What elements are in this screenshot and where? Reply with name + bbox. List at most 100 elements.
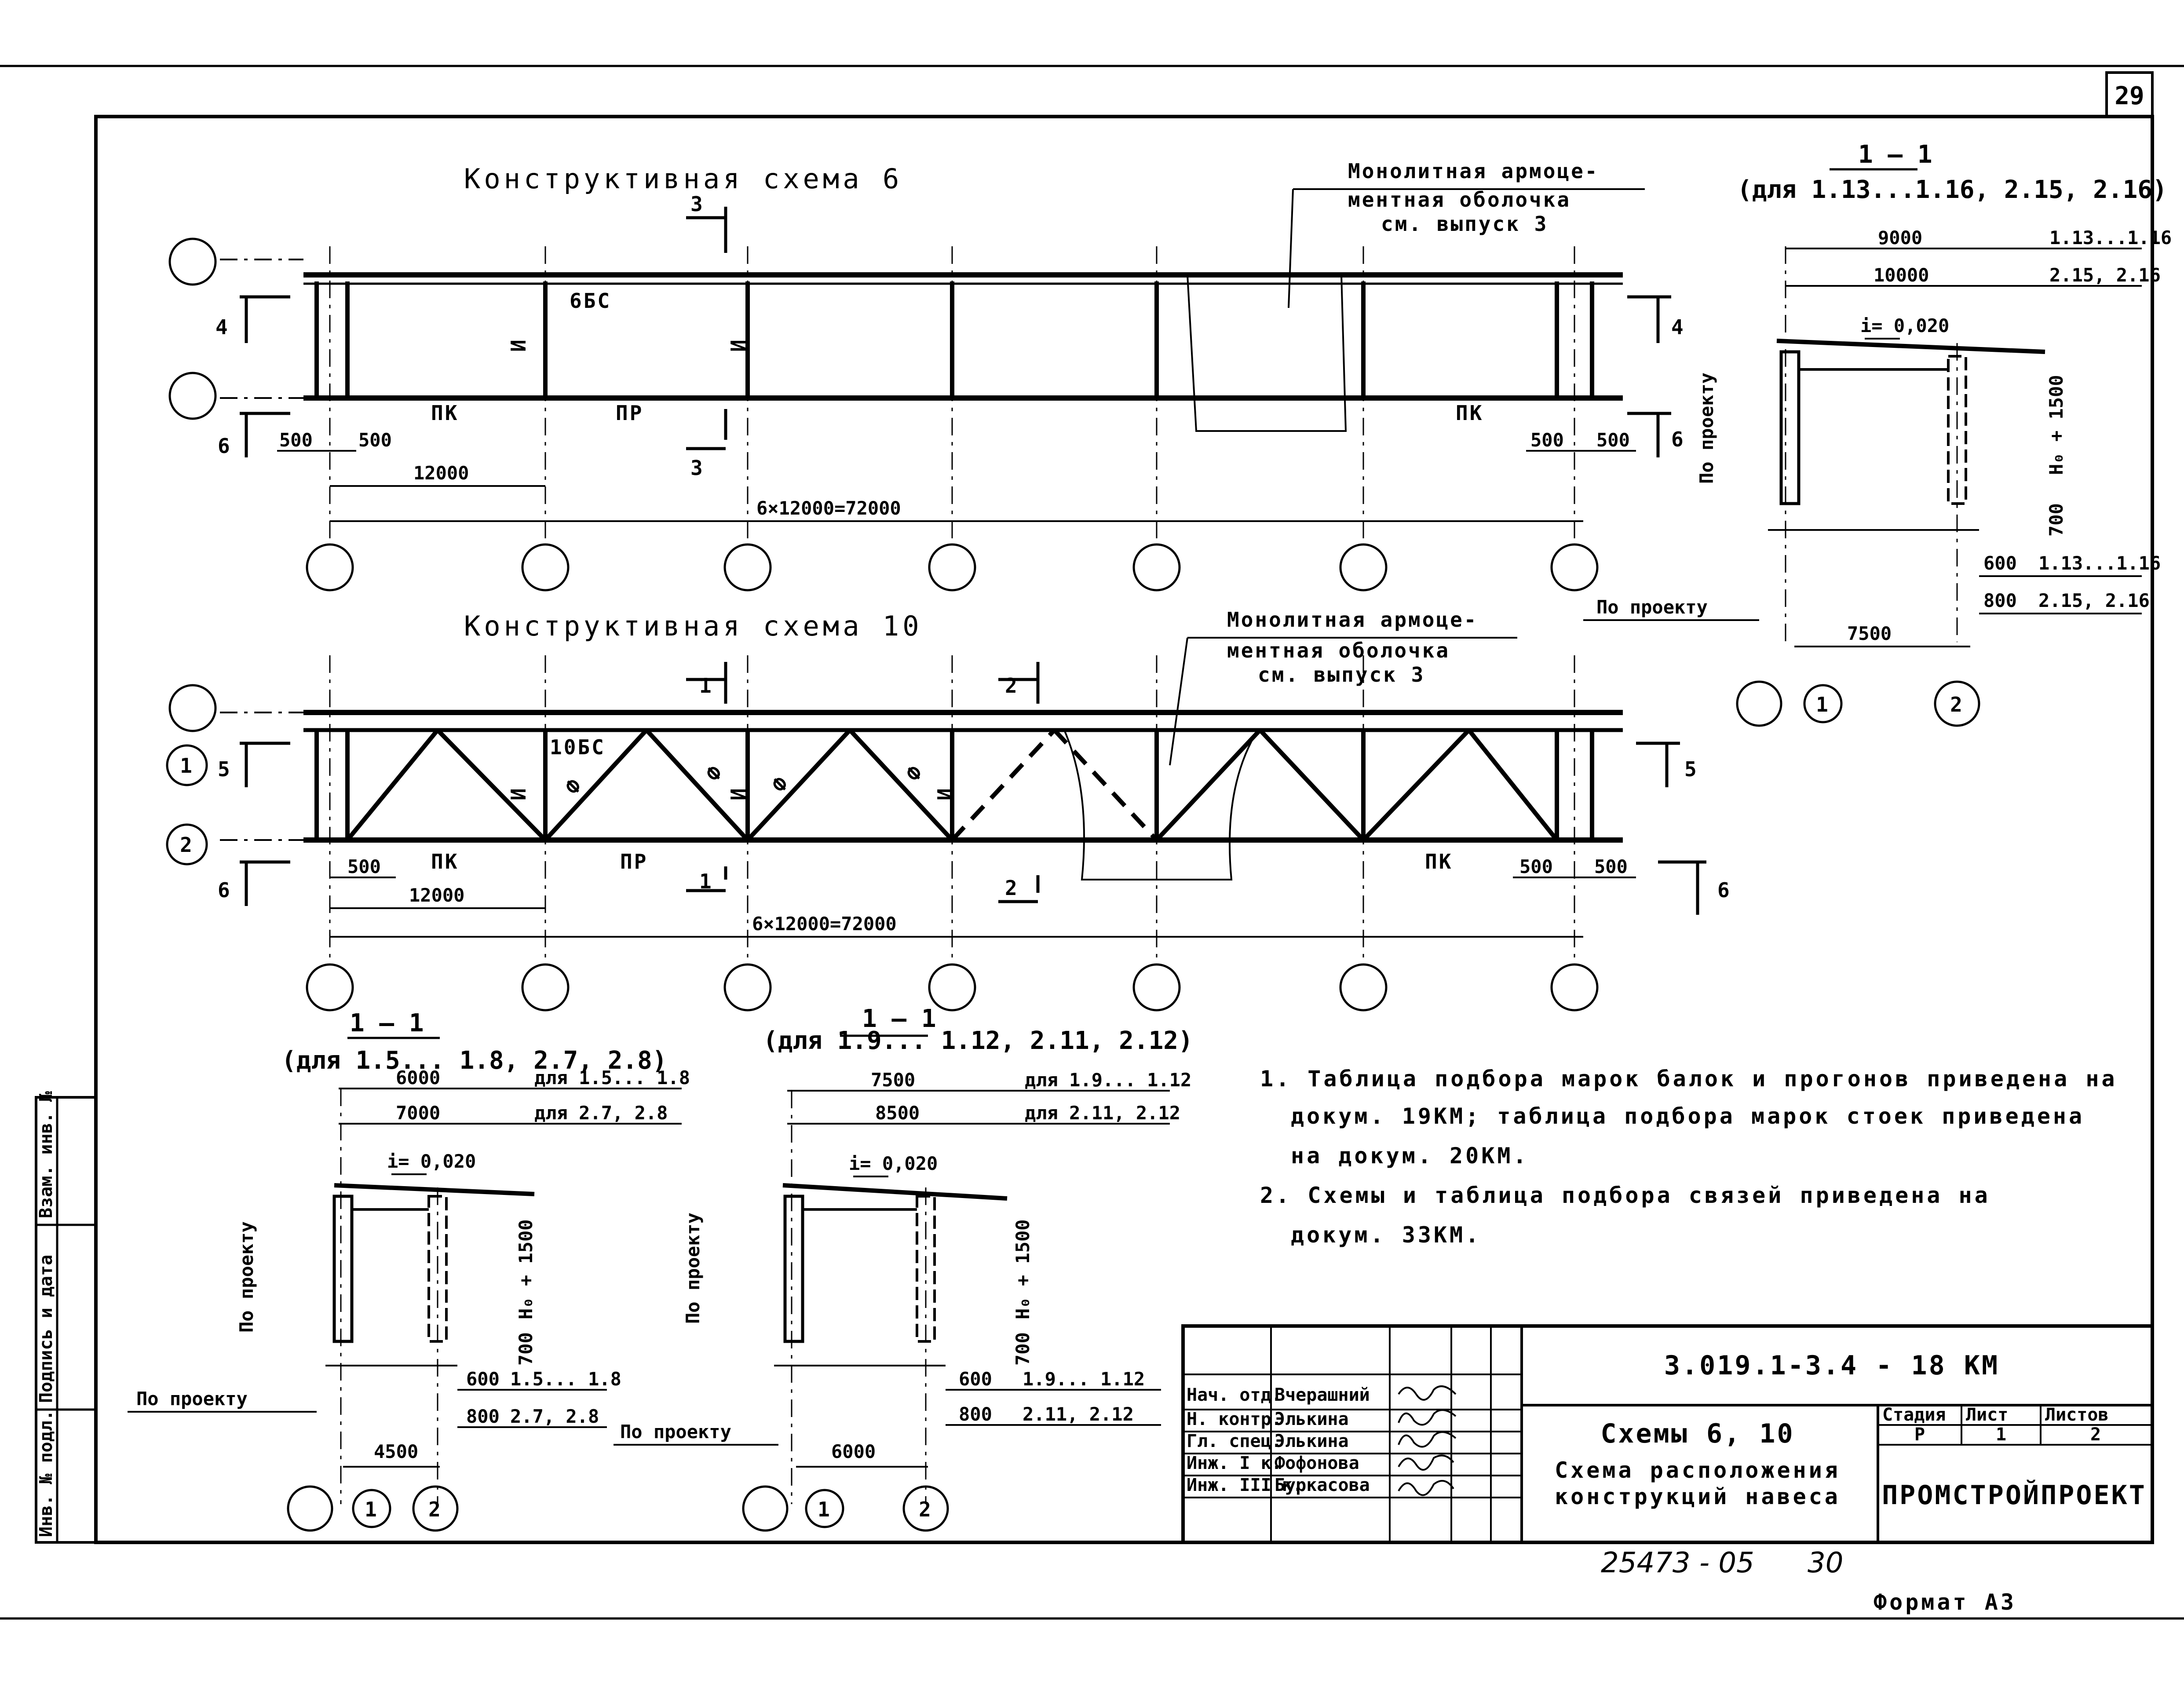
scheme-6-dim-total: 6×12000=72000 [756,497,901,519]
scheme-10-post-mark-3: И [933,786,957,800]
format-label: Формат А3 [1874,1589,2016,1615]
scheme-6-post-mark-1: И [507,338,530,352]
section-c-title: 1 – 1 [862,1005,936,1033]
section-a-height: H₀ + 1500 [2045,375,2067,475]
section-c-axis-1: 1 [818,1498,832,1521]
scheme-10-shell-note-2: ментная оболочка [1227,639,1450,662]
section-c-by-project-vert: По проекту [682,1213,704,1324]
axis-circle-s6-bottom [168,372,217,420]
section-b-title: 1 – 1 [350,1009,424,1037]
scheme-6-cut-3-bottom: 3 [690,456,705,480]
note-line-4: 2. Схемы и таблица подбора связей привед… [1260,1183,1990,1208]
scheme-6-dim-500-left-a: 500 [279,429,313,451]
brace-s10-4-b [1258,728,1365,842]
stamp-org: ПРОМСТРОЙПРОЕКТ [1882,1479,2147,1511]
axis-circle-s10-col-5 [1339,963,1388,1012]
note-line-2: докум. 19КМ; таблица подбора марок стоек… [1291,1103,2085,1129]
scheme-10-title: Конструктивная схема 10 [464,610,923,642]
axis-circle-s6-col-2 [723,543,772,592]
scheme-6-shell-note-2: ментная оболочка [1348,188,1571,212]
section-b-dim-600-note: 1.5... 1.8 [510,1368,621,1390]
name-norm-control: Элькина [1275,1409,1349,1429]
axis-circle-s6-col-6 [1550,543,1599,592]
section-a-dim-800: 800 [1983,590,2017,611]
section-c-axis-2: 2 [919,1498,933,1521]
section-b-slope: i= 0,020 [387,1151,476,1172]
section-b-axis-2: 2 [428,1498,442,1521]
section-b-dim-700: 700 [515,1332,537,1366]
axis-circle-s10-col-2 [723,963,772,1012]
section-a-dim-10000: 10000 [1874,264,1929,286]
role-eng-1: Инж. I к. [1187,1453,1282,1473]
section-a-dim-9000-note: 1.13...1.16 [2049,227,2172,248]
side-strip: Взам. инв. № Подпись и дата Инв. № подл. [35,1091,97,1544]
section-c-dim-8500-note: для 2.11, 2.12 [1025,1102,1180,1124]
stamp-doc-code: 3.019.1-3.4 - 18 КМ [1664,1350,1999,1381]
axis-circle-s10-col-1 [521,963,570,1012]
brace-s10-3-b [1052,728,1158,842]
stamp-title-2: Схема расположения [1555,1458,1841,1483]
section-c-dim-700: 700 [1012,1332,1034,1366]
section-c-dim-7500: 7500 [871,1069,915,1091]
signatures [1398,1385,1457,1496]
section-c-by-project: По проекту [620,1421,731,1443]
scheme-6-dim-500-right-b: 500 [1596,429,1630,451]
axis-circle-s6-col-5 [1339,543,1388,592]
stamp-title-3: конструкций навеса [1555,1484,1841,1509]
scheme-10-cut-2-bottom: 2 [1005,876,1019,900]
scheme-6-title: Конструктивная схема 6 [464,163,902,195]
scheme-10-cut-6-right: 6 [1717,878,1731,902]
section-c-dim-800: 800 [959,1403,992,1425]
name-chief-spec: Элькина [1275,1431,1349,1451]
note-line-1: 1. Таблица подбора марок балок и прогоно… [1260,1066,2118,1092]
stamp-sheet: 1 [1996,1425,2006,1445]
axis-circle-s6-col-0 [306,543,354,592]
section-c-dim-8500: 8500 [875,1102,920,1124]
axis-circle-s10-col-4 [1132,963,1181,1012]
scheme-6-purlin-end-left: ПК [431,401,459,425]
brace-s10-5-a [1362,728,1471,842]
scheme-10-cut-1-top: 1 [699,674,713,698]
section-a-axis-1: 1 [1816,693,1830,716]
scheme-6-dim-500-right-a: 500 [1530,429,1564,451]
stamp-sheets-header: Листов [2045,1405,2109,1425]
scheme-6-purlin-end-right: ПК [1456,401,1483,425]
section-a-subtitle: (для 1.13...1.16, 2.15, 2.16) [1737,175,2167,204]
scheme-10-cut-5-right: 5 [1684,757,1698,781]
section-c-dim-6000: 6000 [831,1441,876,1462]
scheme-10-cut-1-bottom: 1 [699,869,713,893]
brace-s10-0-b [436,728,547,842]
section-b-axis-1: 1 [365,1498,379,1521]
section-a-axis-2: 2 [1950,693,1964,716]
scheme-10-shell-note-1: Монолитная армоце- [1227,608,1478,632]
brace-s10-1-b [645,728,749,842]
scheme-6-beam-mark: 6БС [570,289,611,313]
scheme-10-axis-2: 2 [180,833,194,857]
brace-s10-2-b [848,728,954,842]
section-a-dim-600: 600 [1983,552,2017,574]
scheme-10-brace-mark-1: Ф [561,773,588,800]
role-chief-spec: Гл. спец. [1187,1431,1282,1451]
section-a-dim-10000-note: 2.15, 2.16 [2049,264,2161,286]
axis-circle-s6-top [168,237,217,286]
section-c-slope: i= 0,020 [849,1153,938,1174]
stamp-sheets: 2 [2090,1425,2101,1445]
section-a-title: 1 – 1 [1858,140,1932,169]
strip-signature-date: Подпись и дата [36,1255,56,1403]
section-a-dim-9000: 9000 [1878,227,1922,248]
section-b-dim-800-note: 2.7, 2.8 [510,1406,599,1427]
name-eng-1: Фофонова [1275,1453,1359,1473]
section-a: 1 – 1 (для 1.13...1.16, 2.15, 2.16) 9000… [1583,140,2172,727]
scheme-10-axis-1: 1 [180,754,194,778]
scheme-6-shell-note-1: Монолитная армоце- [1348,159,1599,183]
strip-replace-inv: Взам. инв. № [36,1091,56,1218]
axis-circle-s10-col-6 [1550,963,1599,1012]
scheme-10-beam-mark: 10БС [550,735,606,759]
role-eng-3: Инж. III к. [1187,1475,1303,1495]
scheme-6-cut-4-right: 4 [1671,315,1685,339]
scheme-10-dim-500-right-b: 500 [1594,856,1628,877]
scheme-10-post-mark-2: И [727,786,750,800]
section-b-by-project-vert: По проекту [236,1221,257,1333]
axis-circle-s10-col-0 [306,963,354,1012]
